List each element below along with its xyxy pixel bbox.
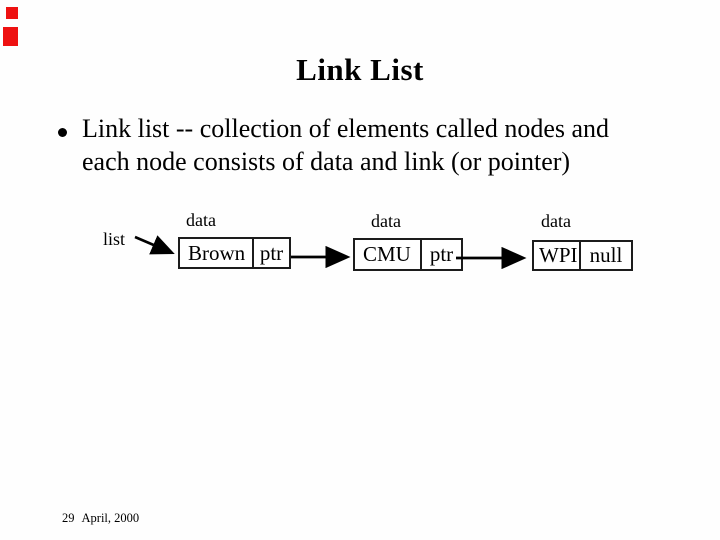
node-2-link-cell: ptr: [429, 242, 454, 266]
footer-date: April, 2000: [81, 511, 140, 525]
bullet-line-1: Link list -- collection of elements call…: [82, 114, 610, 143]
bullet-line-2: each node consists of data and link (or …: [82, 147, 571, 176]
page-number: 29: [62, 511, 75, 525]
node-data-label: data: [541, 211, 571, 231]
node-data-label: data: [186, 210, 216, 230]
slide-title: Link List: [296, 52, 424, 87]
node-box-3: WPI null: [532, 240, 633, 271]
red-square-decoration-bottom: [3, 27, 18, 46]
node-3-link-cell: null: [589, 243, 623, 267]
slide-footer: 29 April, 2000: [62, 511, 139, 526]
node-2-data-cell: CMU: [355, 240, 422, 269]
node-1-data-cell: Brown: [180, 239, 254, 267]
list-pointer-label: list: [103, 229, 126, 249]
node-data-label: data: [371, 211, 401, 231]
bullet-paragraph: Link list -- collection of elements call…: [56, 112, 676, 178]
node-box-1: Brown ptr: [178, 237, 291, 269]
node-box-2: CMU ptr: [353, 238, 463, 271]
node-1-link-cell: ptr: [259, 240, 284, 265]
red-square-decoration-top: [6, 7, 18, 19]
list-to-node1-arrow-icon: [134, 235, 175, 255]
bullet-marker-icon: [58, 128, 67, 137]
node-3-data-cell: WPI: [534, 242, 581, 269]
